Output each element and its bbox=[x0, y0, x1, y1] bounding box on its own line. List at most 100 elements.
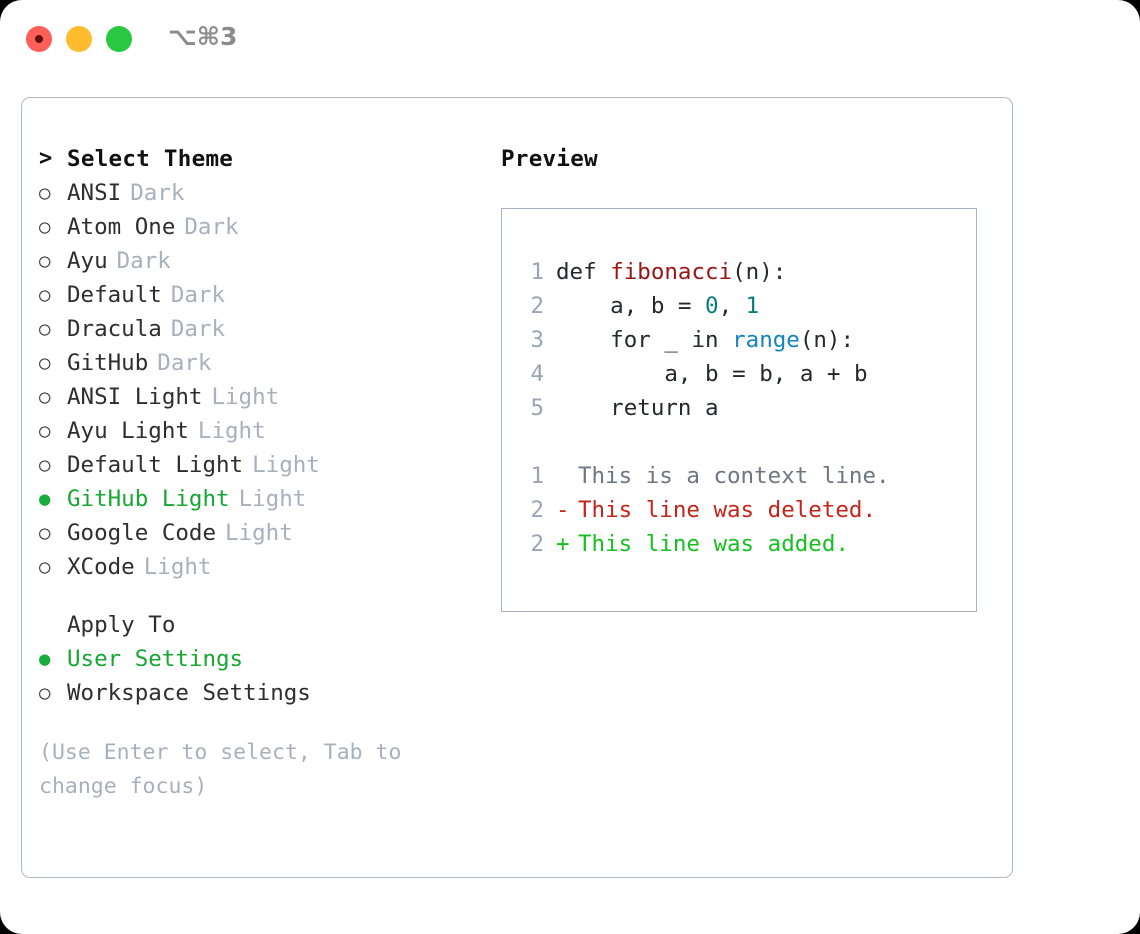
theme-variant-tag: Dark bbox=[170, 316, 226, 342]
keyboard-shortcut-label: ⌥⌘3 bbox=[168, 22, 238, 51]
theme-variant-tag: Light bbox=[252, 452, 320, 478]
theme-name: Dracula bbox=[67, 316, 162, 342]
code-token-plain: , bbox=[718, 293, 746, 319]
radio-unselected-icon[interactable]: ○ bbox=[39, 522, 51, 544]
diff-line-number: 2 bbox=[530, 497, 544, 523]
radio-unselected-icon[interactable]: ○ bbox=[39, 284, 51, 306]
diff-line: 2-This line was deleted. bbox=[518, 493, 890, 527]
radio-unselected-icon[interactable]: ○ bbox=[39, 352, 51, 374]
code-token-plain: for _ in bbox=[556, 327, 733, 353]
theme-list-item[interactable]: ○ ANSI Dark bbox=[39, 176, 479, 210]
apply-to-option[interactable]: ● User Settings bbox=[39, 642, 479, 676]
theme-list-item[interactable]: ○ Google Code Light bbox=[39, 516, 479, 550]
code-line: 2 a, b = 0, 1 bbox=[518, 289, 868, 323]
diff-marker: + bbox=[556, 531, 570, 557]
diff-line: 1 This is a context line. bbox=[518, 459, 890, 493]
radio-unselected-icon[interactable]: ○ bbox=[39, 556, 51, 578]
theme-list-item[interactable]: ○ Ayu Light Light bbox=[39, 414, 479, 448]
radio-unselected-icon[interactable]: ○ bbox=[39, 250, 51, 272]
apply-to-title: Apply To bbox=[67, 612, 176, 638]
section-gap bbox=[39, 584, 479, 608]
maximize-button[interactable] bbox=[106, 26, 132, 52]
theme-name: Ayu bbox=[67, 248, 108, 274]
theme-variant-tag: Light bbox=[238, 486, 307, 512]
apply-to-label: Workspace Settings bbox=[67, 680, 311, 706]
theme-list-item[interactable]: ○ ANSI Light Light bbox=[39, 380, 479, 414]
theme-variant-tag: Light bbox=[225, 520, 293, 546]
diff-line-number: 2 bbox=[530, 531, 544, 557]
theme-variant-tag: Dark bbox=[130, 180, 185, 206]
line-number: 3 bbox=[530, 327, 544, 353]
code-token-number: 1 bbox=[745, 293, 760, 319]
theme-variant-tag: Light bbox=[211, 384, 280, 410]
radio-selected-icon[interactable]: ● bbox=[39, 488, 51, 510]
diff-text: This line was deleted. bbox=[578, 497, 877, 523]
theme-list-item[interactable]: ○ GitHub Dark bbox=[39, 346, 479, 380]
keyboard-hint-text: (Use Enter to select, Tab to change focu… bbox=[39, 740, 415, 799]
theme-variant-tag: Dark bbox=[116, 248, 171, 274]
minimize-button[interactable] bbox=[66, 26, 92, 52]
code-line: 4 a, b = b, a + b bbox=[518, 357, 868, 391]
radio-unselected-icon[interactable]: ○ bbox=[39, 682, 51, 704]
line-number: 5 bbox=[530, 395, 544, 421]
diff-text: This line was added. bbox=[578, 531, 849, 557]
theme-variant-tag: Dark bbox=[184, 214, 239, 240]
radio-unselected-icon[interactable]: ○ bbox=[39, 454, 51, 476]
apply-to-list: ● User Settings ○ Workspace Settings bbox=[39, 642, 479, 710]
theme-name: Google Code bbox=[67, 520, 217, 546]
theme-list-item[interactable]: ○ Dracula Dark bbox=[39, 312, 479, 346]
code-line: 5 return a bbox=[518, 391, 868, 425]
theme-name: GitHub Light bbox=[67, 486, 230, 512]
theme-variant-tag: Dark bbox=[170, 282, 226, 308]
code-token-plain: a, b = b, a + b bbox=[556, 361, 868, 387]
radio-unselected-icon[interactable]: ○ bbox=[39, 386, 51, 408]
theme-variant-tag: Dark bbox=[157, 350, 212, 376]
apply-to-label: User Settings bbox=[67, 646, 244, 672]
diff-sample: 1 This is a context line.2-This line was… bbox=[518, 459, 890, 561]
radio-unselected-icon[interactable]: ○ bbox=[39, 318, 51, 340]
apply-to-option[interactable]: ○ Workspace Settings bbox=[39, 676, 479, 710]
theme-list-item[interactable]: ○ Atom One Dark bbox=[39, 210, 479, 244]
theme-list-item[interactable]: ● GitHub Light Light bbox=[39, 482, 479, 516]
theme-list-item[interactable]: ○ Ayu Dark bbox=[39, 244, 479, 278]
radio-unselected-icon[interactable]: ○ bbox=[39, 420, 51, 442]
code-token-keyword: def bbox=[556, 259, 611, 285]
radio-unselected-icon[interactable]: ○ bbox=[39, 182, 51, 204]
theme-name: Ayu Light bbox=[67, 418, 189, 444]
code-token-function: fibonacci bbox=[610, 259, 733, 285]
theme-name: ANSI Light bbox=[67, 384, 203, 410]
close-button[interactable] bbox=[26, 26, 52, 52]
title-bar: ⌥⌘3 bbox=[0, 0, 1140, 78]
theme-name: ANSI bbox=[67, 180, 122, 206]
theme-name: Default bbox=[67, 282, 162, 308]
diff-marker: - bbox=[556, 497, 570, 523]
window-controls bbox=[26, 26, 132, 52]
theme-name: Default Light bbox=[67, 452, 244, 478]
caret-icon: > bbox=[39, 146, 53, 171]
line-number: 2 bbox=[530, 293, 544, 319]
preview-title: Preview bbox=[501, 146, 598, 172]
code-token-plain: a, b = bbox=[556, 293, 706, 319]
theme-list-item[interactable]: ○ Default Light Light bbox=[39, 448, 479, 482]
theme-name: Atom One bbox=[67, 214, 176, 240]
code-line: 3 for _ in range(n): bbox=[518, 323, 868, 357]
radio-unselected-icon[interactable]: ○ bbox=[39, 216, 51, 238]
apply-to-header: ○ Apply To bbox=[39, 608, 479, 642]
theme-list-item[interactable]: ○ Default Dark bbox=[39, 278, 479, 312]
code-token-plain: (n): bbox=[799, 327, 855, 353]
theme-name: GitHub bbox=[67, 350, 149, 376]
theme-variant-tag: Light bbox=[197, 418, 266, 444]
radio-selected-icon[interactable]: ● bbox=[39, 648, 51, 670]
line-number: 4 bbox=[530, 361, 544, 387]
code-token-number: 0 bbox=[705, 293, 719, 319]
diff-text: This is a context line. bbox=[578, 463, 890, 489]
theme-name: XCode bbox=[67, 554, 135, 580]
blank-marker-icon: ○ bbox=[39, 608, 67, 642]
